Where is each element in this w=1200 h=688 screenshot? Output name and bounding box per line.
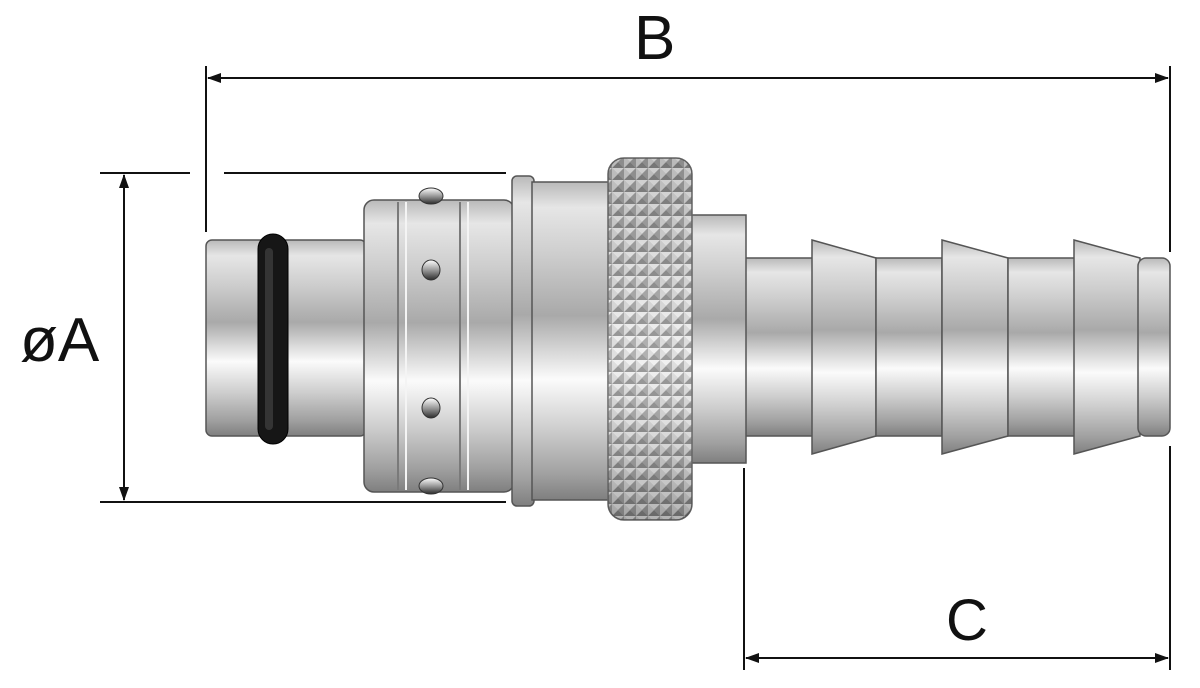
locking-balls [418,187,444,495]
hex-collar [687,214,747,464]
knurled-nut [607,157,693,521]
hose-barb [739,239,1171,455]
dimension-a [100,172,506,503]
dimension-c [743,446,1171,670]
coupling-body [363,175,611,507]
dimension-b [205,66,1171,252]
dimension-a-label: øA [20,306,100,375]
dimension-b-label: B [634,4,676,73]
dimension-c-label: C [946,588,988,653]
